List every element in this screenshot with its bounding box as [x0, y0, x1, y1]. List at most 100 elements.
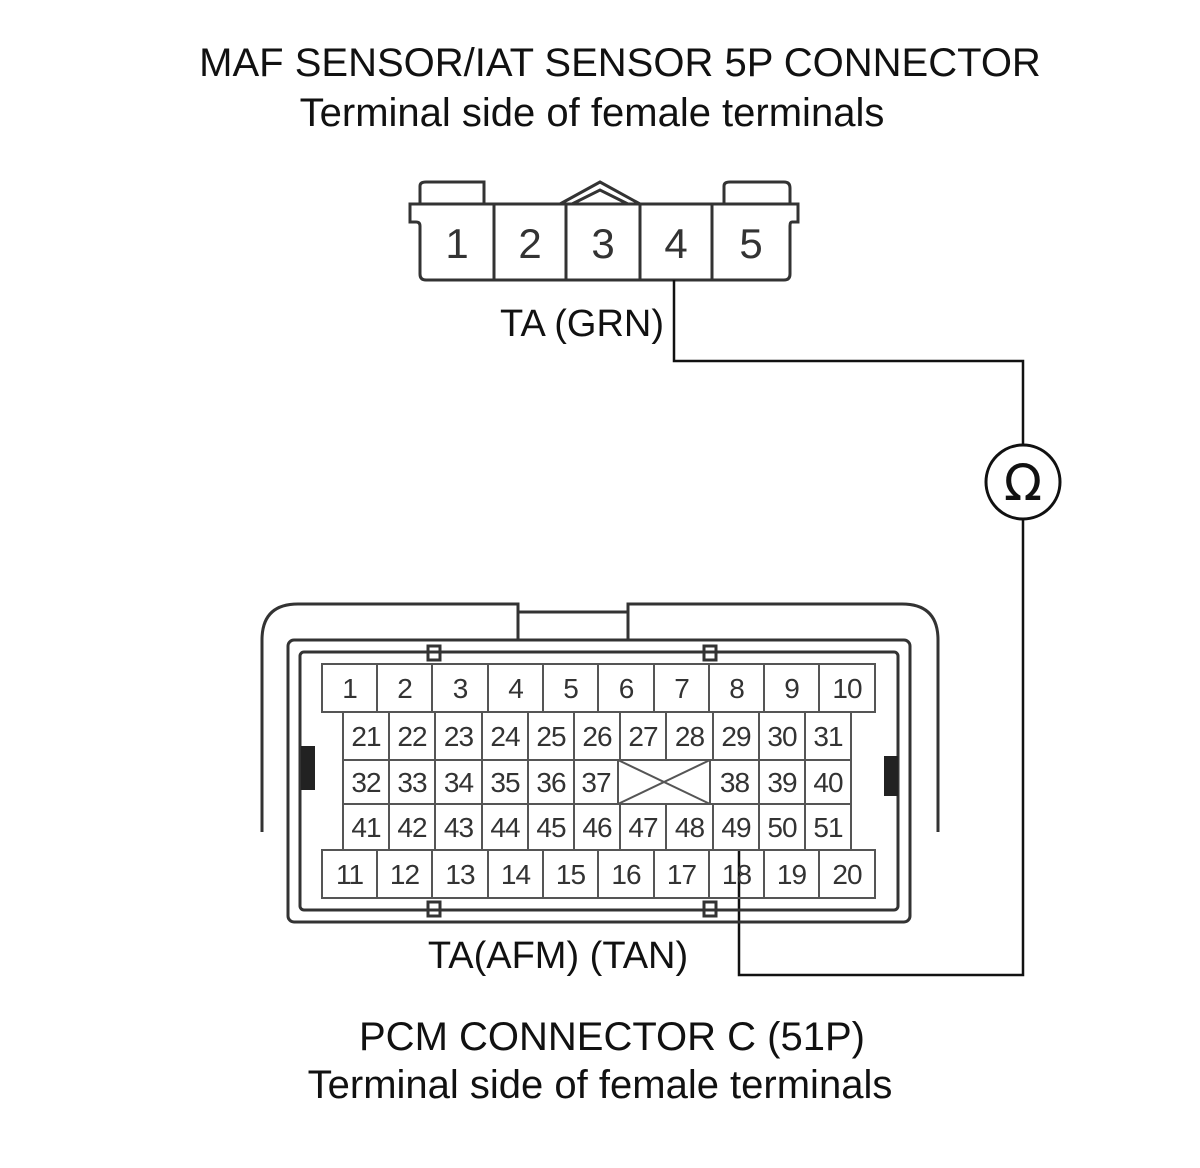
pcm-pin-48: 48 — [665, 803, 714, 851]
maf-connector-title: MAF SENSOR/IAT SENSOR 5P CONNECTOR — [199, 41, 1041, 85]
pcm-pin-label: 45 — [536, 812, 566, 843]
pcm-pin-label: 25 — [536, 721, 566, 752]
pcm-pin-label: 19 — [777, 859, 807, 890]
pcm-pin-label: 30 — [767, 721, 797, 752]
pcm-pin-43: 43 — [434, 803, 483, 851]
pcm-pin-51: 51 — [804, 803, 852, 851]
maf-connector-subtitle: Terminal side of female terminals — [300, 91, 885, 135]
wire-maf-pin4-to-meter — [672, 280, 1025, 445]
pcm-pin-22: 22 — [388, 711, 436, 761]
pcm-pin-label: 40 — [813, 767, 843, 798]
pcm-pin-label: 41 — [351, 812, 381, 843]
pcm-pin-11: 11 — [321, 849, 378, 899]
maf-pin-2: 2 — [492, 204, 542, 280]
maf-pin-label: 4 — [664, 220, 687, 267]
pcm-pin-label: 23 — [444, 721, 474, 752]
pcm-guide-top-left — [426, 644, 442, 662]
pcm-pin-3: 3 — [431, 663, 489, 713]
pcm-pin-label: 44 — [490, 812, 520, 843]
wire-meter-to-pcm-pin18 — [737, 519, 1025, 977]
pcm-pin-16: 16 — [597, 849, 655, 899]
maf-pin-label: 5 — [739, 220, 762, 267]
pcm-pin-26: 26 — [573, 711, 621, 761]
maf-pin-4: 4 — [638, 204, 688, 280]
pcm-pin-5: 5 — [542, 663, 599, 713]
pcm-pin-28: 28 — [665, 711, 714, 761]
pcm-pin-label: 18 — [722, 859, 752, 890]
pcm-pin-41: 41 — [342, 803, 390, 851]
pcm-pin-label: 51 — [813, 812, 843, 843]
pcm-pin-label: 33 — [397, 767, 427, 798]
pcm-pin-label: 28 — [675, 721, 705, 752]
pcm-guide-bottom-left — [426, 900, 442, 918]
pcm-wire-label: TA(AFM) (TAN) — [428, 935, 688, 977]
pcm-pin-label: 11 — [336, 859, 363, 890]
pcm-pin-label: 35 — [490, 767, 520, 798]
pcm-pin-35: 35 — [481, 759, 529, 805]
pcm-pin-label: 10 — [832, 673, 862, 704]
pcm-pin-label: 48 — [675, 812, 705, 843]
pcm-pin-23: 23 — [434, 711, 483, 761]
pcm-pin-label: 43 — [444, 812, 474, 843]
pcm-connector-latch — [516, 604, 630, 614]
pcm-pin-39: 39 — [758, 759, 806, 805]
pcm-pin-15: 15 — [542, 849, 599, 899]
pcm-pin-label: 2 — [397, 673, 412, 704]
pcm-pin-label: 36 — [536, 767, 566, 798]
pcm-pin-label: 38 — [720, 767, 750, 798]
pcm-pin-label: 21 — [351, 721, 381, 752]
pcm-pin-17: 17 — [653, 849, 710, 899]
pcm-pin-1: 1 — [321, 663, 378, 713]
pcm-pin-45: 45 — [527, 803, 575, 851]
pcm-pin-46: 46 — [573, 803, 621, 851]
pcm-pin-label: 20 — [832, 859, 862, 890]
pcm-pin-label: 47 — [628, 812, 658, 843]
pcm-pin-label: 46 — [582, 812, 612, 843]
pcm-pin-34: 34 — [434, 759, 483, 805]
pcm-pin-label: 9 — [784, 673, 799, 704]
pcm-pin-label: 16 — [611, 859, 641, 890]
pcm-pin-label: 8 — [729, 673, 744, 704]
maf-polarization-key — [559, 180, 641, 206]
pcm-pin-30: 30 — [758, 711, 806, 761]
pcm-pin-label: 42 — [397, 812, 427, 843]
pcm-pin-label: 22 — [397, 721, 427, 752]
pcm-pin-27: 27 — [619, 711, 667, 761]
pcm-pin-label: 1 — [342, 673, 357, 704]
pcm-pin-10: 10 — [818, 663, 876, 713]
pcm-pin-4: 4 — [487, 663, 544, 713]
pcm-connector-title: PCM CONNECTOR C (51P) — [359, 1015, 865, 1059]
maf-pin-label: 1 — [445, 220, 468, 267]
pcm-pin-label: 32 — [351, 767, 381, 798]
pcm-pin-25: 25 — [527, 711, 575, 761]
pcm-pin-13: 13 — [431, 849, 489, 899]
pcm-pin-50: 50 — [758, 803, 806, 851]
pcm-pin-label: 5 — [563, 673, 578, 704]
pcm-pin-label: 14 — [501, 859, 531, 890]
maf-pin-3: 3 — [564, 204, 615, 280]
pcm-pin-21: 21 — [342, 711, 390, 761]
pcm-pin-38: 38 — [709, 759, 760, 805]
pcm-pin-12: 12 — [376, 849, 433, 899]
pcm-pin-37: 37 — [573, 759, 619, 805]
pcm-pin-2: 2 — [376, 663, 433, 713]
pcm-guide-bottom-right — [702, 900, 718, 918]
pcm-pin-19: 19 — [763, 849, 820, 899]
pcm-pin-label: 26 — [582, 721, 612, 752]
pcm-side-clip-left — [301, 746, 315, 790]
pcm-pin-label: 27 — [628, 721, 658, 752]
pcm-pin-label: 34 — [444, 767, 474, 798]
pcm-pin-7: 7 — [653, 663, 710, 713]
pcm-pin-18: 18 — [708, 849, 765, 899]
pcm-pin-40: 40 — [804, 759, 852, 805]
pcm-pin-label: 15 — [556, 859, 586, 890]
pcm-pin-9: 9 — [763, 663, 820, 713]
pcm-pin-label: 50 — [767, 812, 797, 843]
pcm-pin-label: 12 — [390, 859, 420, 890]
maf-wire-label: TA (GRN) — [500, 303, 664, 345]
pcm-guide-top-right — [702, 644, 718, 662]
ohmmeter: Ω — [984, 443, 1062, 521]
pcm-pin-label: 39 — [767, 767, 797, 798]
pcm-side-clip-right — [884, 756, 898, 796]
